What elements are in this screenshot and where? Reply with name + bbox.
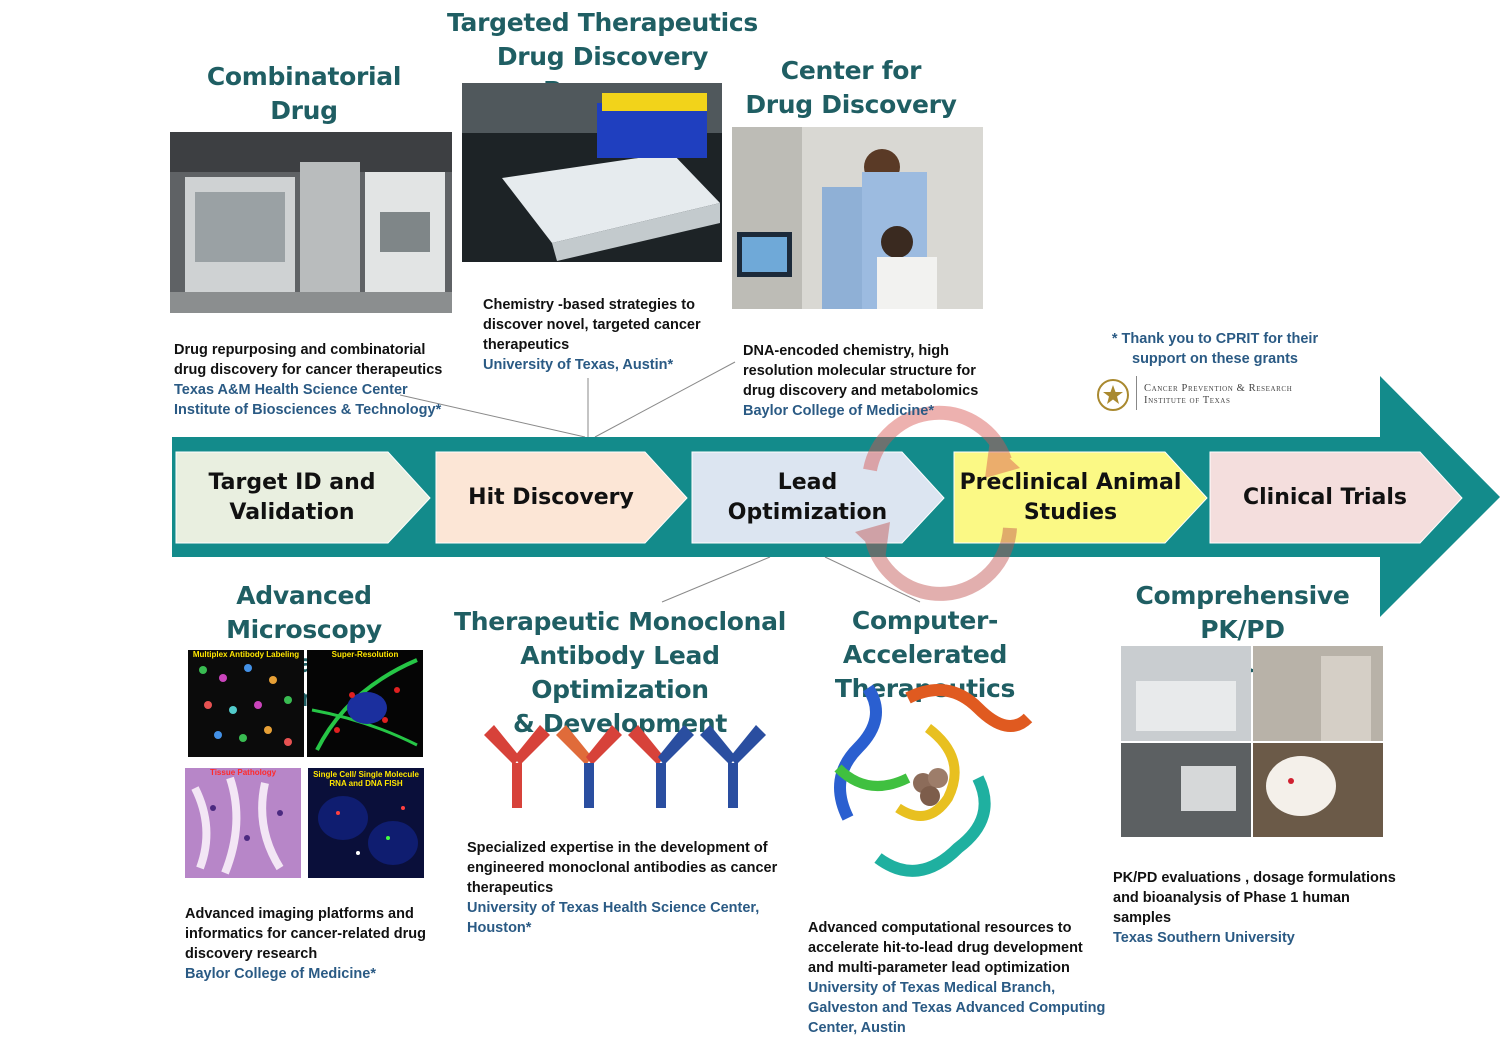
computer-description: Advanced computational resources to acce… bbox=[808, 898, 1138, 1058]
stage-chevron-hit bbox=[435, 451, 688, 544]
cprit-logo-text: Cancer Prevention & Research Institute o… bbox=[1144, 383, 1293, 406]
targeted-desc-text: Chemistry -based strategies to discover … bbox=[483, 297, 701, 353]
stage-chevron-lead bbox=[691, 451, 945, 544]
antibody-icon bbox=[628, 725, 694, 808]
connector-line bbox=[399, 394, 586, 438]
microscopy-panel-multiplex bbox=[188, 650, 304, 757]
pkpd-institution: Texas Southern University bbox=[1113, 930, 1295, 946]
connector-line bbox=[824, 556, 921, 603]
combinatorial-institution: Texas A&M Health Science Center Institut… bbox=[174, 382, 442, 418]
antibody-icon bbox=[556, 725, 622, 808]
microscopy-description: Advanced imaging platforms and informati… bbox=[185, 884, 455, 1004]
stage-hit-discovery: Hit Discovery bbox=[468, 484, 634, 510]
antibody-description: Specialized expertise in the development… bbox=[467, 818, 797, 958]
microscopy-desc-text: Advanced imaging platforms and informati… bbox=[185, 906, 426, 962]
stage-chevron-preclinical bbox=[953, 451, 1208, 544]
microscopy-panel-fish bbox=[308, 768, 424, 878]
antibody-title: Therapeutic Monoclonal Antibody Lead Opt… bbox=[454, 607, 786, 738]
antibody-desc-text: Specialized expertise in the development… bbox=[467, 840, 778, 896]
stage-preclinical: Preclinical Animal Studies bbox=[959, 469, 1182, 525]
computer-title: Computer-Accelerated Therapeutics bbox=[834, 606, 1016, 703]
combinatorial-lab-photo bbox=[170, 132, 452, 313]
center-desc-text: DNA-encoded chemistry, high resolution m… bbox=[743, 343, 979, 399]
microscopy-panel-label-2: Super-Resolution bbox=[331, 650, 399, 659]
microscopy-panel-superres bbox=[307, 650, 423, 757]
microscopy-panel-label-1: Multiplex Antibody Labeling bbox=[192, 650, 300, 659]
cprit-seal-icon bbox=[1097, 379, 1129, 411]
center-institution: Baylor College of Medicine* bbox=[743, 403, 934, 419]
connector-lines bbox=[399, 361, 921, 603]
stage-lead-optimization: Lead Optimization bbox=[727, 469, 888, 525]
microscopy-panel-pathology bbox=[185, 768, 301, 878]
targeted-plate-photo bbox=[462, 83, 722, 262]
stage-clinical-trials: Clinical Trials bbox=[1243, 484, 1407, 510]
center-scientists-photo bbox=[732, 127, 983, 309]
cycle-arrows-icon bbox=[855, 405, 1020, 601]
computer-institution: University of Texas Medical Branch, Galv… bbox=[808, 980, 1106, 1036]
protein-structure-icon bbox=[834, 684, 1033, 877]
center-title: Center for Drug Discovery bbox=[745, 56, 957, 119]
antibody-icon bbox=[484, 725, 550, 808]
microscopy-panel-label-4: Single Cell/ Single Molecule RNA and DNA… bbox=[313, 770, 419, 788]
microscopy-panel-label-3: Tissue Pathology bbox=[209, 768, 277, 777]
cprit-logo-divider bbox=[1136, 376, 1137, 410]
targeted-description: Chemistry -based strategies to discover … bbox=[483, 275, 743, 395]
stage-chevron-clinical bbox=[1209, 451, 1463, 544]
connector-line bbox=[661, 556, 771, 603]
connector-line bbox=[594, 361, 736, 438]
stage-target-id: Target ID and Validation bbox=[208, 469, 376, 525]
cprit-thanks: * Thank you to CPRIT for their support o… bbox=[1111, 331, 1319, 367]
combinatorial-description: Drug repurposing and combinatorial drug … bbox=[174, 320, 464, 440]
pkpd-desc-text: PK/PD evaluations , dosage formulations … bbox=[1113, 870, 1396, 926]
pkpd-lab-photo bbox=[1121, 646, 1383, 837]
antibody-icon bbox=[700, 725, 766, 808]
pkpd-description: PK/PD evaluations , dosage formulations … bbox=[1113, 848, 1413, 968]
computer-desc-text: Advanced computational resources to acce… bbox=[808, 920, 1083, 976]
center-description: DNA-encoded chemistry, high resolution m… bbox=[743, 321, 1003, 441]
targeted-institution: University of Texas, Austin* bbox=[483, 357, 674, 373]
stage-chevron-target bbox=[175, 451, 431, 544]
combinatorial-desc-text: Drug repurposing and combinatorial drug … bbox=[174, 342, 443, 378]
pipeline-arrow bbox=[172, 361, 1500, 617]
antibody-institution: University of Texas Health Science Cente… bbox=[467, 900, 760, 936]
microscopy-institution: Baylor College of Medicine* bbox=[185, 966, 376, 982]
antibody-icons bbox=[484, 725, 766, 808]
